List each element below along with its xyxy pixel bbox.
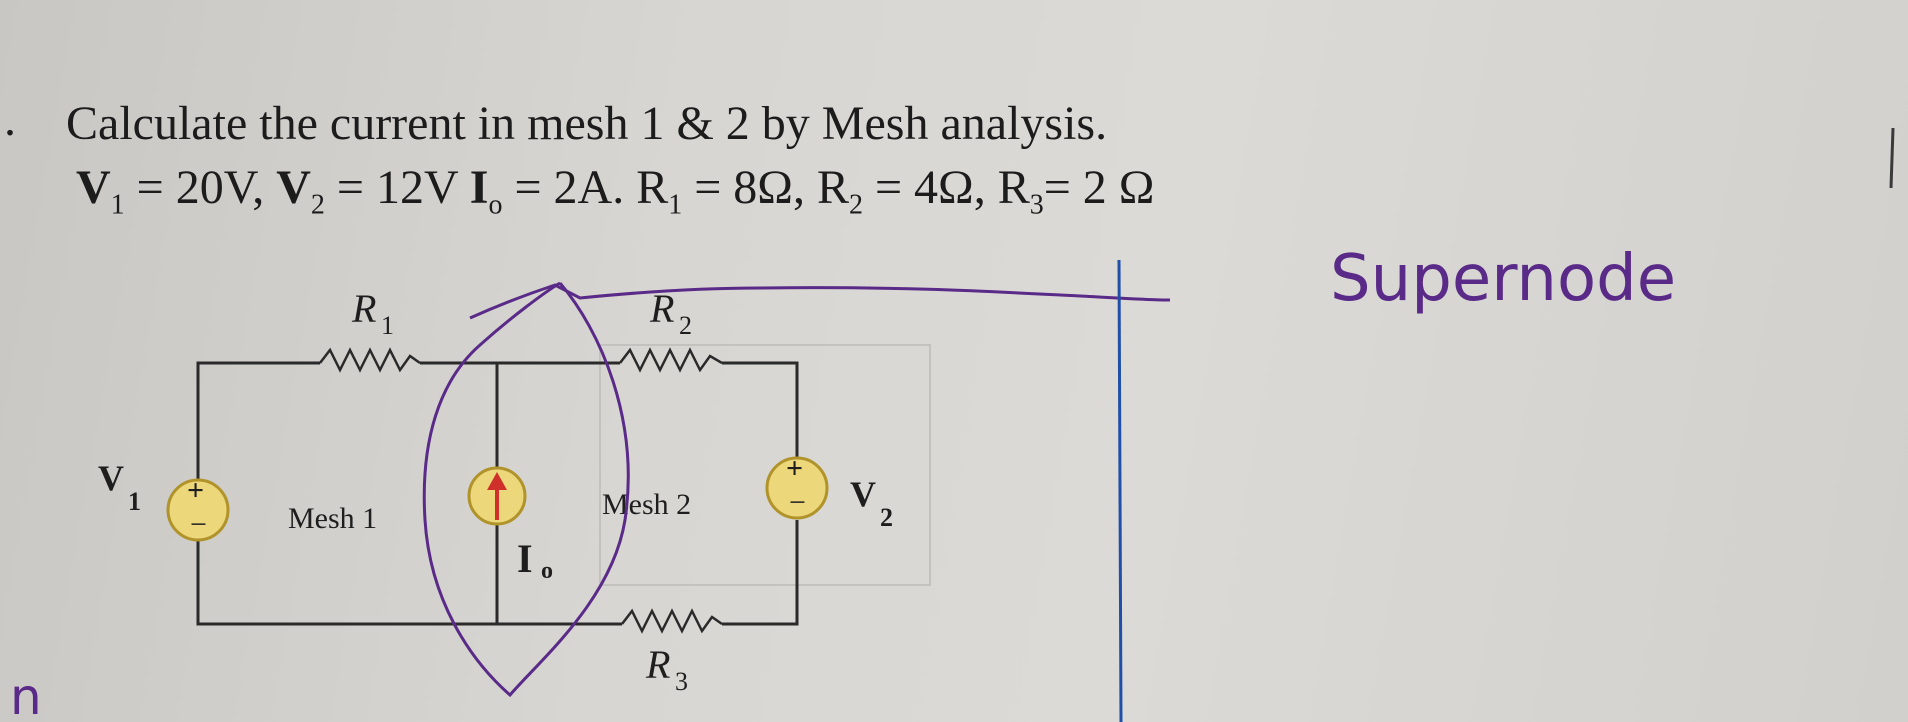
resistor-r3 bbox=[621, 608, 723, 634]
r1-label: R bbox=[351, 286, 376, 331]
list-bullet: . bbox=[4, 93, 16, 146]
io-subscript: o bbox=[488, 189, 503, 221]
v1-symbol: V bbox=[76, 161, 111, 214]
v1-minus-sign: − bbox=[190, 508, 207, 541]
v1-label-sub: 1 bbox=[128, 487, 141, 516]
current-source-io bbox=[467, 466, 527, 526]
io-label-sub: o bbox=[541, 558, 553, 584]
r3-value: = 2 Ω bbox=[1043, 161, 1155, 214]
v2-subscript: 2 bbox=[310, 189, 325, 221]
r2-label-sub: 2 bbox=[679, 311, 692, 340]
mesh-2-label: Mesh 2 bbox=[602, 488, 691, 521]
v2-minus-sign: − bbox=[789, 486, 806, 519]
r2-value: = 4Ω, R bbox=[862, 161, 1030, 214]
wire-left-top bbox=[196, 361, 320, 480]
wire-right-top bbox=[722, 361, 799, 458]
v2-value: = 12V bbox=[324, 161, 470, 214]
v1-label: V bbox=[98, 458, 124, 498]
question-line-1: Calculate the current in mesh 1 & 2 by M… bbox=[66, 97, 1108, 150]
resistor-r2 bbox=[619, 347, 723, 373]
r3-label: R bbox=[645, 642, 670, 687]
faint-print-frame bbox=[599, 344, 931, 586]
v2-label: V bbox=[850, 474, 876, 514]
pen-stroke-mark bbox=[1889, 127, 1895, 189]
mesh-1-label: Mesh 1 bbox=[288, 502, 377, 535]
r1-value: = 8Ω, R bbox=[682, 161, 849, 214]
v1-plus-sign: + bbox=[187, 474, 204, 507]
wire-bottom bbox=[196, 540, 622, 626]
supernode-annotation: Supernode bbox=[1330, 242, 1676, 316]
wire-right-bottom bbox=[722, 520, 799, 626]
voltage-source-v1: + − bbox=[166, 474, 230, 542]
r3-subscript: 3 bbox=[1029, 189, 1044, 221]
io-label: I bbox=[517, 536, 533, 581]
v2-label-sub: 2 bbox=[880, 503, 893, 532]
r2-subscript: 2 bbox=[848, 189, 863, 221]
corner-scribble: n bbox=[10, 668, 42, 722]
resistor-r1 bbox=[319, 347, 421, 373]
r2-label: R bbox=[649, 286, 674, 331]
v2-symbol: V bbox=[276, 161, 311, 214]
supernode-loop bbox=[422, 281, 630, 698]
r3-label-sub: 3 bbox=[675, 667, 688, 696]
v2-plus-sign: + bbox=[786, 452, 803, 485]
r1-subscript: 1 bbox=[668, 189, 683, 221]
supernode-pointer-line bbox=[469, 283, 1171, 320]
blue-margin-line bbox=[1117, 259, 1123, 722]
question-line-2: V1 = 20V, V2 = 12V Io = 2A. R1 = 8Ω, R2 … bbox=[76, 160, 1154, 222]
r1-label-sub: 1 bbox=[381, 311, 394, 340]
circuit-wires bbox=[196, 361, 799, 626]
io-value: = 2A. R bbox=[502, 161, 669, 214]
v1-subscript: 1 bbox=[110, 189, 125, 221]
io-symbol: I bbox=[469, 161, 489, 214]
voltage-source-v2: + − bbox=[765, 452, 829, 520]
arrow-up-icon bbox=[487, 472, 507, 490]
v1-value: = 20V, bbox=[124, 161, 277, 214]
